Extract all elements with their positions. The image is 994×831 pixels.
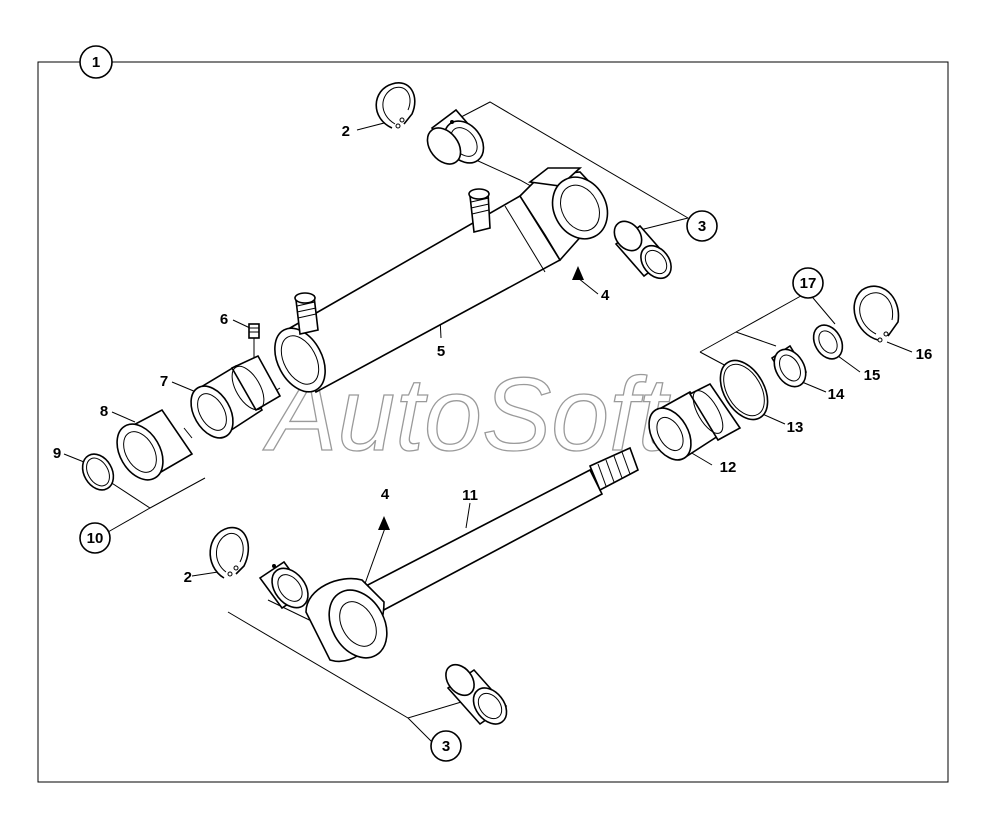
- piston: [648, 382, 742, 461]
- label-4-bottom: 4: [381, 486, 390, 503]
- circled-callout-3-bottom: 3: [430, 730, 462, 762]
- bushing-bottom: [258, 560, 309, 610]
- callout-1: 1: [92, 54, 100, 71]
- bushing-top: [426, 108, 485, 165]
- label-3-top: 3: [698, 218, 706, 235]
- label-7: 7: [160, 373, 168, 390]
- label-15: 15: [864, 367, 881, 384]
- piston-ring: [719, 359, 769, 421]
- label-13: 13: [787, 419, 804, 436]
- grease-nipple: [248, 323, 260, 339]
- marker-4-top: [572, 266, 584, 280]
- label-17: 17: [800, 275, 817, 292]
- callout-labels: 2 2 4 4 5 6 7 8 9 11 12 13 14 15 16: [53, 123, 933, 586]
- piston-rod: [305, 446, 639, 663]
- label-2-bottom: 2: [184, 569, 192, 586]
- snap-ring-top: [375, 82, 416, 129]
- label-2-top: 2: [342, 123, 350, 140]
- pin-bottom: [445, 663, 508, 726]
- circled-callout-3-top: 3: [686, 210, 718, 242]
- o-ring-small: [81, 453, 115, 491]
- pin-top: [613, 220, 672, 280]
- circled-callout-17: 17: [792, 267, 824, 299]
- label-3-bottom: 3: [442, 738, 450, 755]
- label-9: 9: [53, 445, 61, 462]
- circled-callout-10: 10: [79, 522, 111, 554]
- label-14: 14: [828, 386, 845, 403]
- marker-4-bottom: [378, 516, 390, 530]
- label-11: 11: [462, 487, 478, 504]
- cylinder-body: [274, 167, 609, 394]
- diagram-frame: 1: [37, 45, 949, 783]
- label-4-top: 4: [601, 287, 610, 304]
- back-up-ring: [812, 324, 844, 360]
- wiper-seal: [116, 408, 194, 481]
- gland: [190, 354, 282, 439]
- snap-ring-bottom: [209, 526, 250, 579]
- label-8: 8: [100, 403, 108, 420]
- snap-ring-right: [853, 285, 900, 343]
- label-12: 12: [720, 459, 737, 476]
- label-16: 16: [916, 346, 933, 363]
- label-6: 6: [220, 311, 228, 328]
- label-10: 10: [87, 530, 104, 547]
- piston-seal: [770, 344, 808, 388]
- label-5: 5: [437, 343, 445, 360]
